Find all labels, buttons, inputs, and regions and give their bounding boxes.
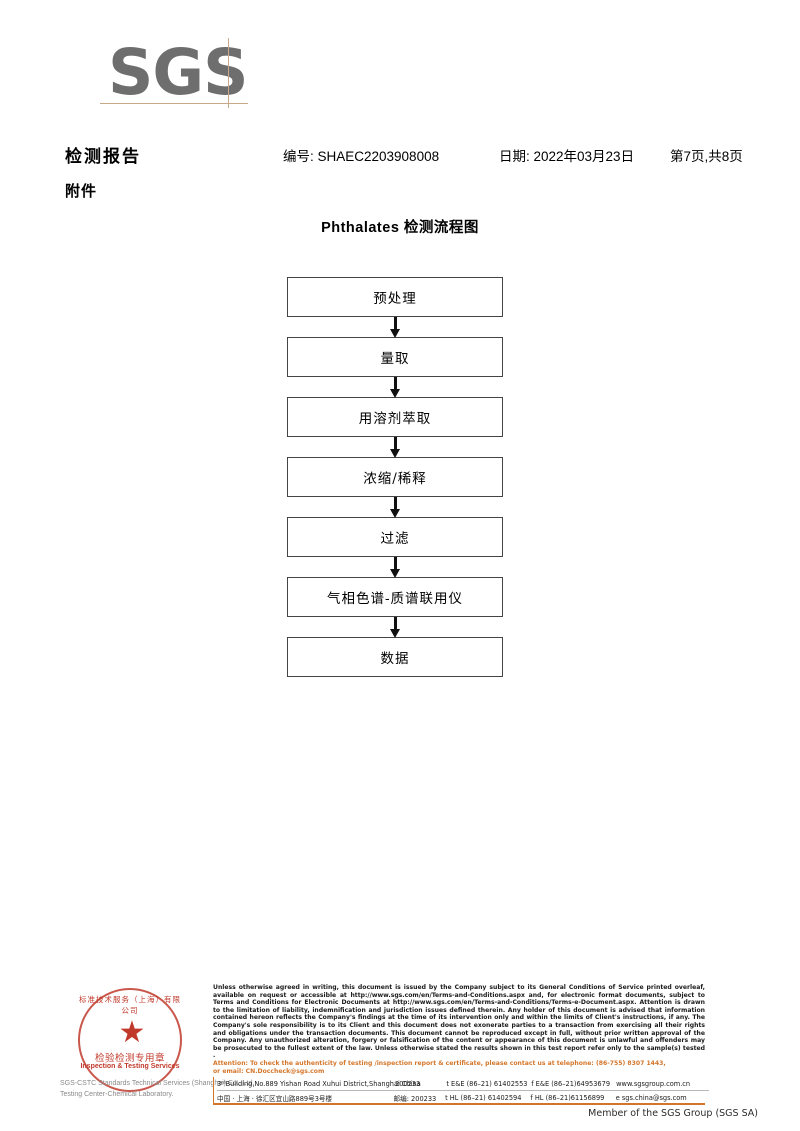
address-email: e sgs.china@sgs.com	[615, 1093, 687, 1102]
address-text: 中国 · 上海 · 徐汇区宜山路889号3号楼	[217, 1094, 333, 1103]
report-number: 编号: SHAEC2203908008	[283, 149, 440, 164]
stamp-company-line1: SGS-CSTC Standards Technical Services (S…	[60, 1080, 255, 1087]
address-tel: t HL (86–21) 61402594	[445, 1093, 522, 1102]
legal-terms: Unless otherwise agreed in writing, this…	[213, 984, 705, 1075]
flowchart-step: 浓缩/稀释	[287, 457, 503, 497]
stamp-cn-text: 检验检测专用章	[94, 1053, 165, 1064]
address-tel: t E&E (86–21) 61402553	[446, 1079, 528, 1088]
attachment-label: 附件	[65, 183, 98, 200]
flow-arrow-down-icon	[287, 377, 503, 398]
page-title: 检测报告	[65, 147, 141, 166]
legal-attention-line2: or email: CN.Doccheck@sgs.com	[213, 1067, 325, 1075]
address-text: 3ʳᵈBuilding,No.889 Yishan Road Xuhui Dis…	[217, 1079, 421, 1088]
flowchart-step: 用溶剂萃取	[287, 397, 503, 437]
report-header: 检测报告 编号: SHAEC2203908008 日期: 2022年03月23日…	[65, 142, 765, 168]
member-line: Member of the SGS Group (SGS SA)	[588, 1108, 758, 1119]
sgs-logo: SGS	[100, 36, 268, 120]
address-website: www.sgsgroup.com.cn	[616, 1079, 691, 1088]
flow-arrow-down-icon	[287, 557, 503, 578]
address-row: 3ʳᵈBuilding,No.889 Yishan Road Xuhui Dis…	[217, 1077, 705, 1090]
address-zip: 200233	[395, 1079, 421, 1088]
stamp-en-text: Inspection & Testing Services	[80, 1063, 180, 1070]
flow-arrow-down-icon	[287, 497, 503, 518]
flowchart-step: 预处理	[287, 277, 503, 317]
address-divider	[217, 1090, 709, 1091]
flow-arrow-down-icon	[287, 437, 503, 458]
address-fax: f HL (86–21)61156899	[530, 1093, 605, 1102]
flowchart-step: 过滤	[287, 517, 503, 557]
logo-horizontal-rule	[100, 103, 248, 104]
logo-vertical-rule	[228, 38, 229, 108]
address-fax: f E&E (86–21)64953679	[531, 1079, 611, 1088]
flowchart-step: 气相色谱-质谱联用仪	[287, 577, 503, 617]
legal-attention-line1: Attention: To check the authenticity of …	[213, 1059, 666, 1067]
stamp-arc-text: 标准技术服务（上海）有限公司	[79, 995, 181, 1015]
sgs-logo-text: SGS	[108, 36, 248, 109]
flow-arrow-down-icon	[287, 317, 503, 338]
star-icon: ★	[118, 1016, 146, 1049]
page-indicator: 第7页,共8页	[670, 149, 743, 164]
flowchart-step: 数据	[287, 637, 503, 677]
stamp-company-line2: Testing Center-Chemical Laboratory.	[60, 1091, 174, 1098]
flow-arrow-down-icon	[287, 617, 503, 638]
legal-paragraph: Unless otherwise agreed in writing, this…	[213, 984, 705, 1060]
flowchart: 预处理 量取 用溶剂萃取 浓缩/稀释 过滤 气相色谱-质谱联用仪 数据	[287, 277, 503, 677]
address-block: 3ʳᵈBuilding,No.889 Yishan Road Xuhui Dis…	[213, 1077, 709, 1104]
address-row: 中国 · 上海 · 徐汇区宜山路889号3号楼 邮编: 200233 t HL …	[217, 1091, 705, 1104]
report-date: 日期: 2022年03月23日	[499, 149, 635, 164]
inspection-stamp: 标准技术服务（上海）有限公司 ★ 检验检测专用章 Inspection & Te…	[60, 988, 254, 1098]
flowchart-step: 量取	[287, 337, 503, 377]
flowchart-title: Phthalates 检测流程图	[321, 220, 479, 236]
address-underline	[213, 1103, 705, 1105]
address-zip: 邮编: 200233	[393, 1094, 437, 1103]
stamp-circle-border	[78, 988, 182, 1092]
